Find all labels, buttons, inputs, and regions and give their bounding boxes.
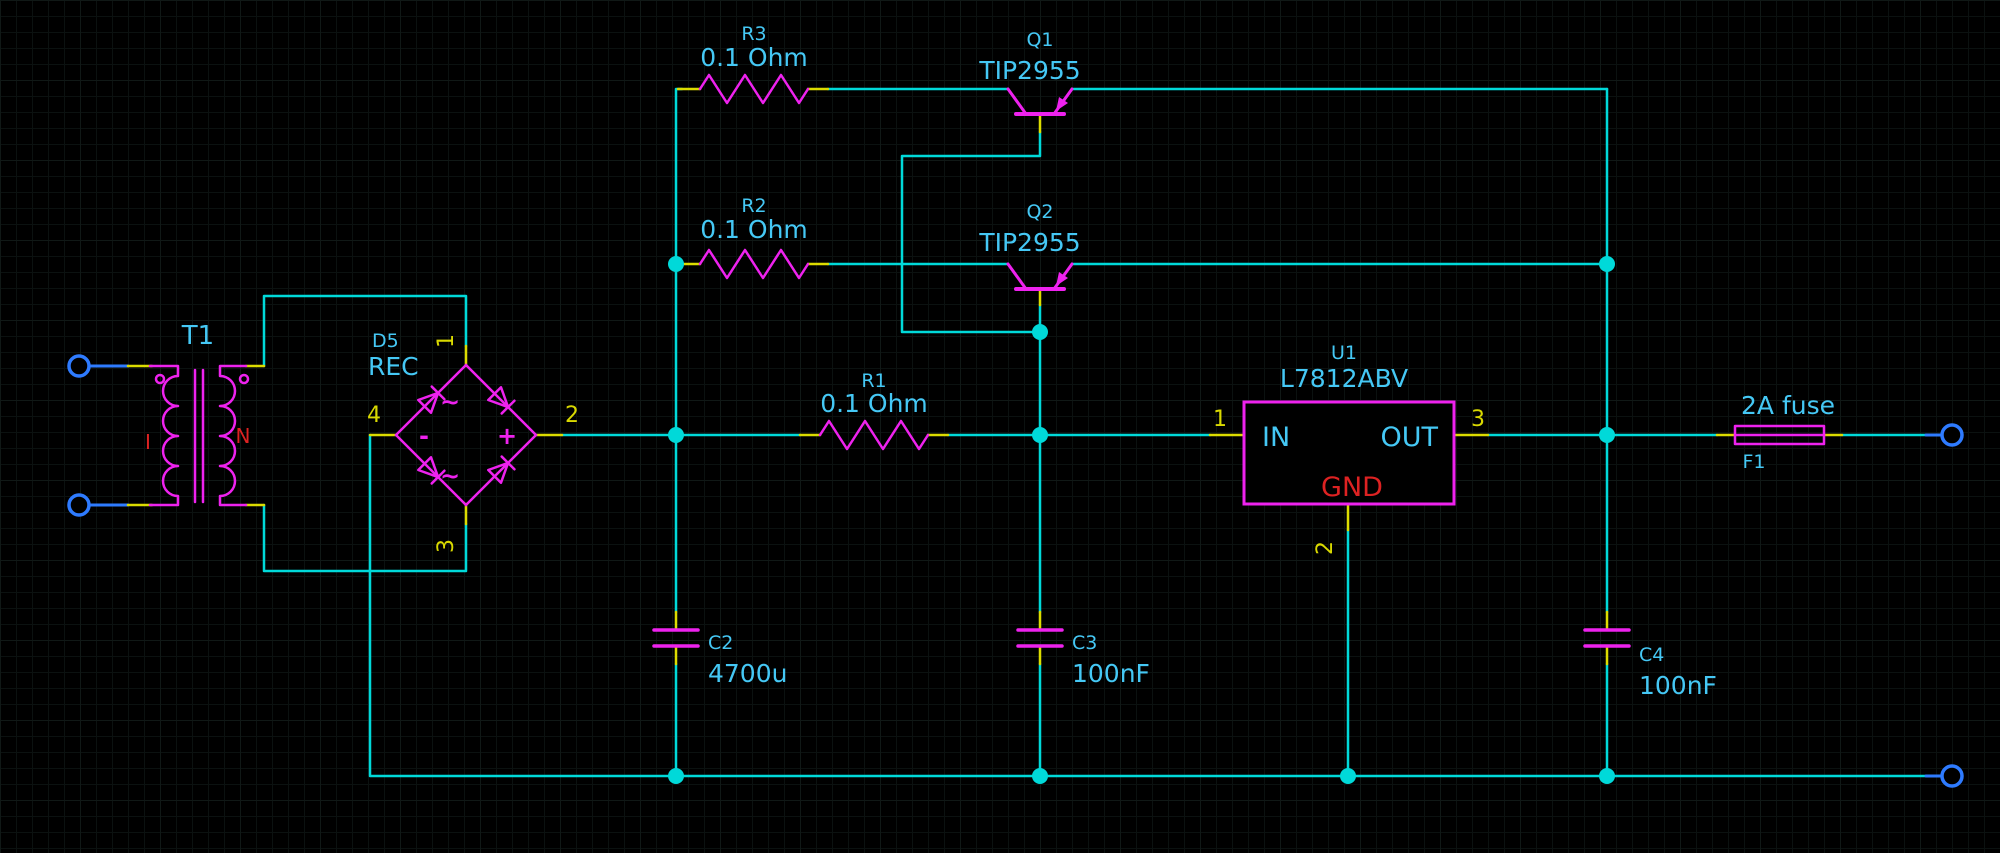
wire-ground-rail[interactable] (368, 433, 1928, 778)
c2-designator: C2 (708, 632, 733, 654)
d5-value: REC (368, 352, 419, 381)
d5-plus-mark: + (497, 422, 517, 450)
wire-ac-bottom[interactable] (262, 503, 468, 573)
d5-edge-left-top[interactable] (394, 363, 468, 437)
t1-designator: T1 (181, 321, 214, 351)
c4-value: 100nF (1639, 671, 1717, 700)
f1-designator: F1 (1742, 451, 1765, 473)
q1-collector-lead (1006, 87, 1028, 116)
c3-value: 100nF (1072, 659, 1150, 688)
terminals[interactable] (67, 354, 1964, 788)
r2-designator: R2 (741, 195, 766, 217)
d5-diode-top-right (487, 386, 516, 415)
transistor-q2[interactable]: Q2 TIP2955 (978, 201, 1081, 291)
r3-value: 0.1 Ohm (700, 43, 808, 72)
fuse-f1[interactable]: 2A fuse F1 (1733, 391, 1835, 473)
q2-collector-lead (1006, 262, 1028, 291)
transformer-t1[interactable]: T1 I N (145, 321, 251, 507)
c4-designator: C4 (1639, 644, 1664, 666)
resistor-r1[interactable]: R1 0.1 Ohm (818, 370, 930, 451)
u1-designator: U1 (1331, 342, 1357, 364)
resistor-r3[interactable]: R3 0.1 Ohm (698, 23, 810, 105)
r2-zigzag[interactable] (698, 248, 810, 280)
r1-zigzag[interactable] (818, 419, 930, 451)
junction-dots (668, 256, 1615, 784)
r2-value: 0.1 Ohm (700, 215, 808, 244)
resistor-r2[interactable]: R2 0.1 Ohm (698, 195, 810, 280)
transistor-q1[interactable]: Q1 TIP2955 (978, 29, 1081, 116)
q1-value: TIP2955 (978, 56, 1080, 85)
d5-designator: D5 (372, 330, 399, 352)
q2-emitter-arrow (1056, 272, 1068, 286)
u1-value: L7812ABV (1280, 364, 1408, 393)
wire-ac-top[interactable] (262, 294, 468, 368)
r1-value: 0.1 Ohm (820, 389, 928, 418)
junction-dot (668, 256, 684, 272)
d5-diode-left-bottom (417, 456, 446, 485)
input-terminal-bottom[interactable] (67, 493, 91, 517)
wire-q1-base-route[interactable] (900, 130, 1042, 334)
d5-minus-mark: - (419, 422, 429, 450)
t1-polarity-dot-left (154, 373, 166, 385)
capacitor-c3[interactable]: C3 100nF (1016, 628, 1150, 688)
u1-body[interactable] (1242, 400, 1456, 506)
regulator-u1[interactable]: U1 L7812ABV IN OUT GND 1 3 2 (1213, 342, 1485, 555)
c3-designator: C3 (1072, 632, 1097, 654)
junction-dot (1599, 768, 1615, 784)
d5-pin2-number: 2 (565, 403, 579, 428)
u1-out-label: OUT (1380, 422, 1438, 453)
wire-raw-vertical[interactable] (674, 87, 684, 614)
d5-edge-left-bottom[interactable] (394, 433, 468, 507)
d5-pin1-number: 1 (434, 334, 459, 348)
terminal-leads[interactable] (87, 364, 1944, 778)
q1-designator: Q1 (1026, 29, 1053, 51)
r3-designator: R3 (741, 23, 766, 45)
c2-value: 4700u (708, 659, 787, 688)
junction-dot (1032, 427, 1048, 443)
u1-in-label: IN (1262, 422, 1290, 453)
output-terminal-ground[interactable] (1940, 764, 1964, 788)
u1-pin2-number: 2 (1313, 541, 1338, 555)
q1-emitter-arrow (1056, 97, 1068, 111)
d5-edge-top-right[interactable] (464, 363, 538, 437)
u1-pin1-number: 1 (1213, 407, 1227, 432)
d5-edge-bottom-right[interactable] (464, 433, 538, 507)
d5-diode-bottom-right (487, 455, 516, 484)
junction-dot (1599, 427, 1615, 443)
bridge-rectifier-d5[interactable]: - + ~ ~ D5 REC 1 3 4 2 (367, 330, 579, 553)
t1-winding-right-label: N (236, 424, 251, 448)
input-terminal-top[interactable] (67, 354, 91, 378)
t1-secondary-winding[interactable] (218, 364, 248, 507)
pin-stubs (126, 87, 1844, 666)
t1-primary-winding[interactable] (148, 364, 180, 507)
wires[interactable] (262, 87, 1928, 778)
junction-dot (668, 768, 684, 784)
r1-designator: R1 (861, 370, 886, 392)
junction-dot (1599, 256, 1615, 272)
d5-pin3-number: 3 (434, 539, 459, 553)
f1-value: 2A fuse (1741, 391, 1835, 420)
junction-dot (1340, 768, 1356, 784)
u1-pin3-number: 3 (1471, 407, 1485, 432)
junction-dot (1032, 768, 1048, 784)
r3-zigzag[interactable] (698, 73, 810, 105)
q2-value: TIP2955 (978, 228, 1080, 257)
d5-ac-mark-top: ~ (440, 388, 460, 416)
capacitor-c2[interactable]: C2 4700u (652, 628, 787, 688)
d5-ac-mark-bottom: ~ (440, 462, 460, 490)
junction-dot (1032, 324, 1048, 340)
u1-gnd-label: GND (1321, 472, 1383, 503)
output-terminal-positive[interactable] (1940, 423, 1964, 447)
d5-pin4-number: 4 (367, 403, 381, 428)
t1-polarity-dot-right (238, 373, 250, 385)
t1-winding-left-label: I (145, 430, 151, 454)
q2-designator: Q2 (1026, 201, 1053, 223)
capacitor-c4[interactable]: C4 100nF (1583, 628, 1717, 700)
junction-dot (668, 427, 684, 443)
d5-diode-left-top (417, 385, 446, 414)
